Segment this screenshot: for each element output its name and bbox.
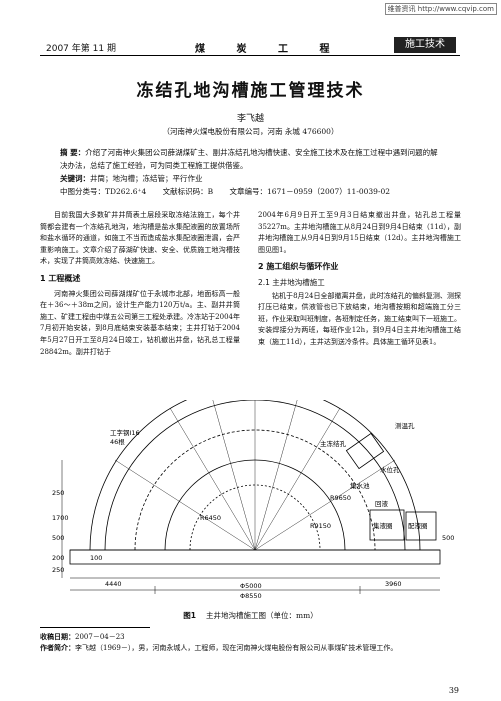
doc-code: 文献标识码：B (162, 187, 214, 196)
keywords-label: 关键词： (60, 174, 90, 183)
journal-name: 煤 炭 工 程 (195, 44, 344, 55)
page-number: 39 (448, 686, 459, 695)
bio-text: 李飞越（1969－），男，河南永城人，工程师，现在河南神火煤电股份有限公司从事煤… (75, 644, 398, 652)
width-1: 4440 (105, 580, 122, 588)
radius-2: R9150 (310, 522, 331, 530)
article-number: 文章编号：1671－0959（2007）11-0039-02 (229, 187, 391, 196)
header-rule (40, 55, 460, 56)
figure-caption: 图1 主井地沟槽施工图（单位：mm） (0, 610, 501, 621)
keywords-text: 井筒；地沟槽；冻结管；平行作业 (90, 174, 203, 183)
abstract-block: 摘 要：介绍了河南神火集团公司薛湖煤矿主、副井冻结孔地沟槽快速、安全施工技术及在… (60, 146, 440, 185)
intro-paragraph: 目前我国大多数矿井井筒表土层段采取冻结法施工，每个井筒都会建有一个冻结孔地沟，地… (40, 211, 240, 266)
received-label: 收稿日期： (40, 633, 75, 641)
watermark: 维普资讯 http://www.cqvip.com (384, 3, 497, 15)
main-hole-label: 主冻结孔 (320, 439, 347, 448)
collect-box (369, 509, 405, 541)
section-badge: 施工技术 (394, 37, 456, 53)
diameter-2: Φ8550 (240, 592, 262, 600)
received-date: 2007－04－23 (75, 633, 125, 641)
vertical-dim-4: 200 (52, 554, 64, 562)
section-1-heading: 1 工程概述 (40, 273, 81, 283)
clc-code: 中图分类号：TD262.6⁺4 (60, 187, 147, 196)
vertical-dim-3: 500 (52, 534, 64, 542)
abstract-label: 摘 要： (60, 148, 86, 157)
return-label: 回液 (375, 499, 389, 508)
width-2: 3960 (385, 580, 402, 588)
vertical-dim-1: 250 (52, 489, 64, 497)
section-2-heading: 2 施工组织与循环作业 (258, 262, 339, 272)
section-1-text: 河南神火集团公司薛湖煤矿位于永城市北部，地面标高一般在＋36～＋38m之间，设计… (40, 289, 240, 356)
footnote: 收稿日期：2007－04－23 作者简介：李飞越（1969－），男，河南永城人，… (40, 632, 470, 654)
radius-3: R6450 (200, 514, 221, 522)
figure-caption-label: 图1 (183, 611, 196, 620)
classification-line: 中图分类号：TD262.6⁺4 文献标识码：B 文章编号：1671－0959（2… (60, 186, 450, 198)
vertical-dim-2: 1700 (52, 514, 69, 522)
abstract-text: 介绍了河南神火集团公司薛湖煤矿主、副井冻结孔地沟槽快速、安全施工技术及在施工过程… (60, 148, 438, 170)
section-2-1-heading: 2.1 主井地沟槽施工 (258, 277, 325, 287)
author: 李飞越 (236, 114, 264, 124)
figure-caption-text: 主井地沟槽施工图（单位：mm） (205, 611, 318, 620)
distribute-box (405, 511, 437, 541)
collect-label: 集水池 (350, 481, 370, 490)
elevation-label: 500 (442, 534, 454, 542)
continued-paragraph: 2004年6月9日开工至9月3日结束撤出井盘，钻孔总工程量35227m。主井地沟… (258, 211, 461, 254)
article-title: 冻结孔地沟槽施工管理技术 (136, 81, 365, 101)
small-dim: 100 (90, 554, 102, 562)
radius-1: R9650 (330, 494, 351, 502)
vertical-dim-5: 250 (52, 566, 64, 574)
issue-label: 2007 年第 11 期 (46, 44, 116, 54)
right-column: 2004年6月9日开工至9月3日结束撤出井盘，钻孔总工程量35227m。主井地沟… (258, 210, 461, 349)
main-hole-box (345, 432, 385, 470)
freeze-hole-circle (134, 429, 376, 551)
figure-1-diagram: 工字钢I16 46根 主冻结孔 测温孔 水位孔 集水池 R9650 R9150 … (52, 400, 454, 600)
left-column: 目前我国大多数矿井井筒表土层段采取冻结法施工，每个井筒都会建有一个冻结孔地沟，地… (40, 210, 240, 358)
collect-ring-label: 集液圈 (373, 521, 393, 530)
section-2-1-text: 钻机于8月24日全部撤离井盘，此时冻结孔的偏斜复测、测探打压已结束，供液管也已下… (258, 291, 461, 346)
footnote-rule (40, 627, 150, 628)
diameter-1: Φ5000 (240, 582, 262, 590)
outer-arc (89, 400, 421, 551)
joist-count: 46根 (110, 437, 125, 446)
distribute-ring-label: 配液圈 (408, 521, 428, 530)
hole-b-label: 水位孔 (380, 465, 400, 474)
bio-label: 作者简介： (40, 644, 75, 652)
hole-a-label: 测温孔 (395, 421, 415, 430)
joist-label: 工字钢I16 (110, 428, 140, 437)
affiliation: （河南神火煤电股份有限公司，河南 永城 476600） (162, 127, 339, 136)
